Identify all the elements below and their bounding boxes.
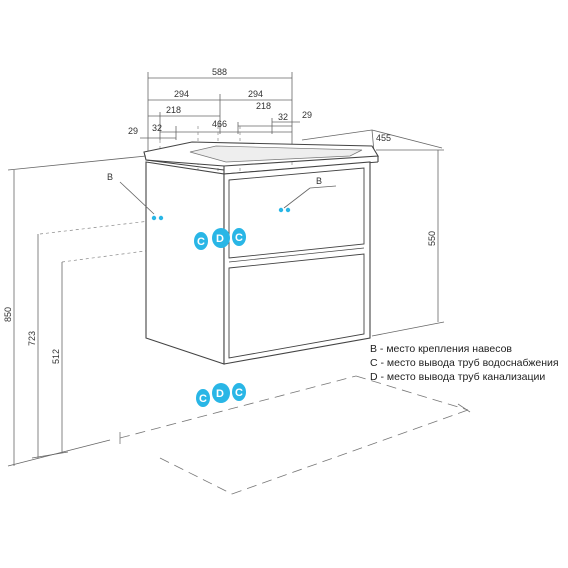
dim-half-right: 294 <box>248 89 263 99</box>
legend-item-d: D - место вывода труб канализации <box>370 371 545 383</box>
top-dimensions <box>140 72 443 158</box>
dim-gap-left: 32 <box>152 123 162 133</box>
dim-half-left: 294 <box>174 89 189 99</box>
dim-edge-right: 29 <box>302 110 312 120</box>
dim-center: 466 <box>212 119 227 129</box>
dim-depth: 455 <box>376 133 391 143</box>
dim-offset-right: 218 <box>256 101 271 111</box>
legend-item-c: C - место вывода труб водоснабжения <box>370 357 559 369</box>
b-dot-right-2 <box>285 207 291 213</box>
cd-markers-floor: C D C <box>196 383 246 407</box>
height-dimensions <box>7 149 445 467</box>
dim-total-width: 588 <box>212 67 227 77</box>
cd-markers-wall: C D C <box>194 228 246 250</box>
d-marker-floor: D <box>216 388 224 400</box>
d-marker-wall: D <box>216 233 224 245</box>
floor-arrows <box>119 403 471 444</box>
b-leaders <box>119 181 337 215</box>
dim-height-pipe: 512 <box>51 349 61 364</box>
floor-outline <box>119 375 469 495</box>
b-dot-right-1 <box>278 207 284 213</box>
b-dot-left-2 <box>158 215 164 221</box>
cabinet <box>143 141 379 365</box>
dim-offset-left: 218 <box>166 105 181 115</box>
dim-height-body: 550 <box>427 231 437 246</box>
dim-height-total: 850 <box>3 307 13 322</box>
b-label-right: B <box>316 176 322 186</box>
c-marker-wall-left: C <box>197 236 205 248</box>
b-dot-left-1 <box>151 215 157 221</box>
legend-item-b: B - место крепления навесов <box>370 343 512 355</box>
c-marker-floor-right: C <box>235 387 243 399</box>
dim-height-mount: 723 <box>27 331 37 346</box>
c-marker-wall-right: C <box>235 232 243 244</box>
dim-gap-right: 32 <box>278 112 288 122</box>
c-marker-floor-left: C <box>199 393 207 405</box>
legend: B - место крепления навесов C - место вы… <box>370 343 559 383</box>
dim-edge-left: 29 <box>128 126 138 136</box>
b-label-left: B <box>107 172 113 182</box>
